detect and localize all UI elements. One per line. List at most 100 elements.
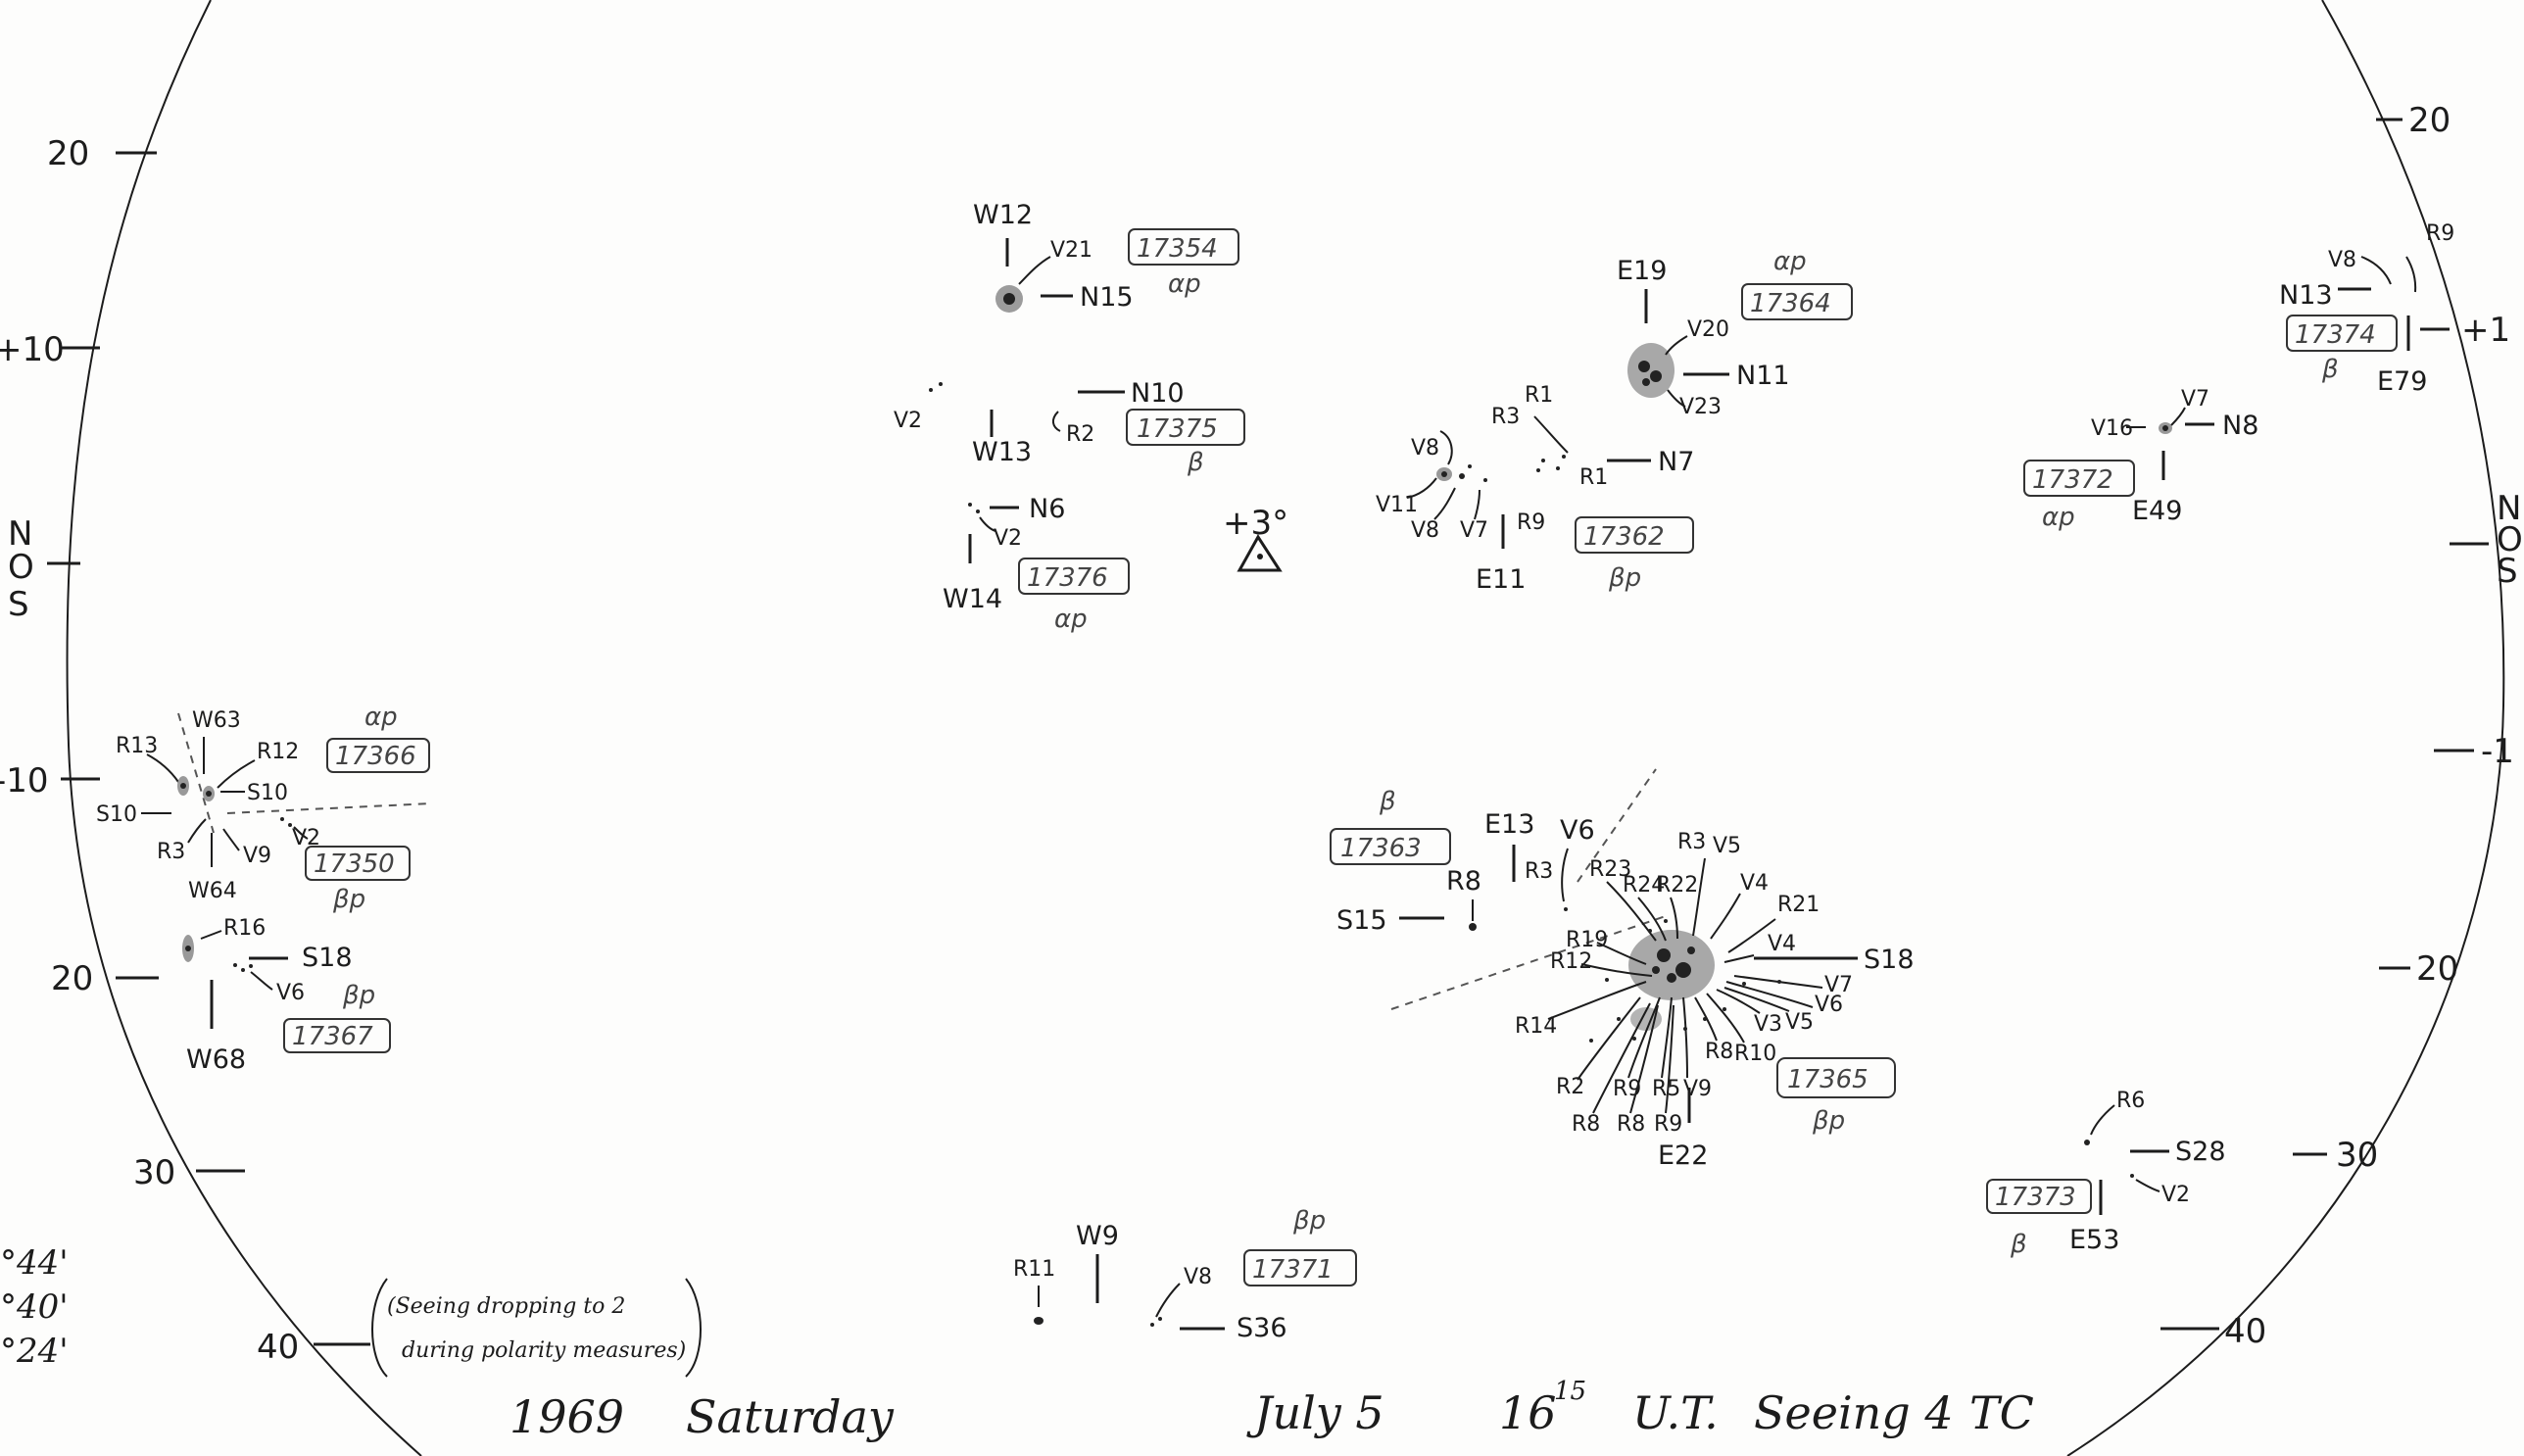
label-v16: V16 [2091, 416, 2133, 441]
region-class: βp [332, 885, 365, 914]
region-17363: β 17363 E13 V6 R3 R8 S15 [1330, 787, 1595, 936]
lat-label: S28 [2175, 1137, 2226, 1167]
lat-label: N13 [2279, 280, 2333, 311]
label-s10a: S10 [247, 781, 288, 805]
label-r3: R3 [1677, 830, 1706, 854]
solar-limb-left [66, 0, 422, 1456]
region-class: βp [1608, 563, 1641, 593]
right-tick-30: 30 [2336, 1136, 2378, 1175]
lat-label: S18 [302, 943, 353, 973]
label-r3: R3 [1525, 859, 1553, 884]
guide-dash-1 [177, 712, 215, 834]
label-r21: R21 [1777, 893, 1820, 917]
region-number: 17365 [1787, 1065, 1869, 1094]
lat-label: S15 [1336, 905, 1387, 936]
region-17366: W63 R13 R12 S10 S10 17366 αp [96, 703, 430, 827]
right-tick-20s: 20 [2416, 949, 2458, 989]
label-v8a: V8 [1411, 436, 1439, 461]
label-v8: V8 [1184, 1265, 1212, 1289]
label-v: V2 [894, 409, 922, 433]
label-r8c: R8 [1617, 1112, 1645, 1137]
label-r8: R8 [1446, 866, 1481, 897]
lon-label: W68 [186, 1044, 246, 1075]
center-angle-label: +3° [1223, 504, 1288, 543]
lon-label: E49 [2132, 496, 2182, 526]
label-r3: R3 [157, 840, 185, 864]
label-r23: R23 [1589, 857, 1631, 882]
region-class: αp [1054, 605, 1088, 634]
region-17362: V8 V11 V8 V7 R9 E11 R3 R1 R1 N7 17362 βp [1376, 383, 1694, 595]
corner-note-1: °44' [0, 1243, 69, 1283]
region-17374: V8 R9 N13 17374 β E79 [2279, 221, 2454, 397]
footer-initials: TC [1969, 1386, 2034, 1439]
region-17373: R6 S28 V2 17373 β E53 [1986, 1089, 2226, 1259]
right-tick-S: S [2497, 552, 2518, 591]
region-class: β [1187, 448, 1204, 477]
center-marker: +3° [1223, 504, 1288, 572]
solar-limb-right [2066, 0, 2505, 1456]
lat-label: N15 [1080, 282, 1134, 313]
region-class: αp [1168, 269, 1201, 299]
lat-label: N8 [2222, 411, 2258, 441]
label-r9: R9 [1517, 510, 1545, 535]
lon-label: E11 [1476, 564, 1526, 595]
label-r12: R12 [1550, 949, 1592, 974]
region-number: 17375 [1137, 414, 1218, 444]
footer-date: July 5 [1246, 1386, 1384, 1439]
region-class: βp [1292, 1206, 1326, 1236]
region-number: 17364 [1750, 289, 1831, 318]
region-number: 17366 [335, 742, 416, 771]
left-tick-N: N [8, 514, 32, 554]
lon-label: W13 [972, 437, 1032, 467]
label-v6: V6 [1560, 815, 1595, 846]
footer-seeing: Seeing 4 [1754, 1386, 1954, 1439]
scattered-pores [1589, 919, 1781, 1043]
region-number: 17376 [1027, 563, 1108, 593]
lon-label: W64 [188, 879, 237, 903]
corner-angle-notes: °44' °40' °24' [0, 1243, 69, 1371]
label-v5b: V5 [1785, 1010, 1814, 1035]
region-number: 17362 [1583, 522, 1665, 552]
lat-label: N10 [1131, 378, 1185, 409]
sunspot-penumbra [1628, 930, 1715, 1000]
lon-label: W9 [1076, 1221, 1119, 1251]
seeing-note-line1: (Seeing dropping to 2 [387, 1294, 625, 1319]
region-number: 17373 [1995, 1183, 2076, 1212]
sunspot-umbra [1003, 293, 1015, 305]
label-r24: R24 [1623, 873, 1665, 898]
region-17364: E19 αp 17364 V20 N11 V23 [1617, 247, 1853, 419]
label-v6: V6 [276, 981, 305, 1005]
right-tick-20: 20 [2408, 101, 2451, 140]
label-v4b: V4 [1768, 932, 1796, 956]
label-v7: V7 [2181, 387, 2209, 412]
region-class: βp [342, 981, 375, 1010]
label-r1a: R1 [1525, 383, 1553, 408]
label-v7: V7 [1824, 973, 1853, 997]
region-17350: R3 V9 V2 W64 17350 βp [157, 817, 411, 914]
right-tick-minus1: -1 [2481, 732, 2514, 771]
label-r1b: R1 [1579, 465, 1608, 490]
label-r9b: R9 [1654, 1112, 1682, 1137]
label-r16: R16 [223, 916, 266, 941]
guide-dash-2 [226, 802, 432, 814]
footer-ut: U.T. [1632, 1386, 1719, 1439]
lon-label: E53 [2069, 1225, 2119, 1255]
region-17367: R16 S18 V6 W68 βp 17367 [182, 916, 391, 1075]
lon-label: W14 [943, 584, 1002, 614]
right-tick-40: 40 [2224, 1312, 2266, 1351]
label-r2: R2 [1556, 1075, 1584, 1099]
lon-label: E13 [1484, 809, 1534, 840]
region-number: 17371 [1252, 1255, 1334, 1285]
region-17371: W9 R11 V8 S36 βp 17371 [1013, 1206, 1357, 1343]
region-17376: N6 V2 W14 17376 αp [943, 494, 1130, 634]
label-r12: R12 [257, 740, 299, 764]
lon-label: E79 [2377, 366, 2427, 397]
region-number: 17372 [2032, 465, 2113, 495]
label-v20: V20 [1687, 317, 1729, 342]
label-r6: R6 [2116, 1089, 2145, 1113]
region-17365: R23 R24 R22 R3 V5 V4 R21 V4 S18 R19 R12 … [1515, 830, 1915, 1171]
lat-label: N6 [1029, 494, 1065, 524]
lat-label: N7 [1658, 447, 1694, 477]
right-latitude-scale: 20 +1 N O S -1 20 30 40 [2160, 101, 2523, 1351]
lat-label: N11 [1736, 361, 1790, 391]
